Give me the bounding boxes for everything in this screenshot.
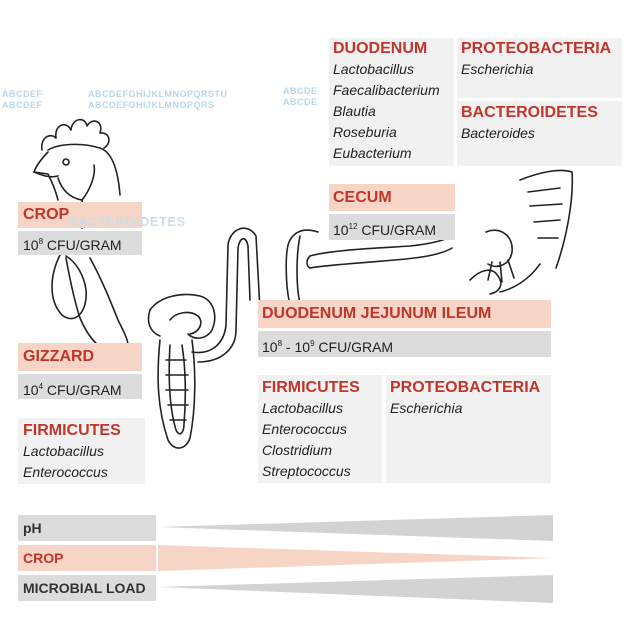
intestine-firmicutes-list: Lactobacillus Enterococcus Clostridium S… [258,398,382,482]
crop-title: CROP [18,202,142,228]
list-item: Enterococcus [262,421,347,437]
intestine-proteobacteria-panel: PROTEOBACTERIA Escherichia [386,375,551,483]
microbial-load-wedge [158,575,553,603]
gizzard-icon [147,293,216,339]
intestine-count-b-base: 10 [294,339,311,355]
intestine-proteobacteria-title: PROTEOBACTERIA [390,379,541,396]
intestine-count-a-exp: 8 [277,339,283,348]
gizzard-count-unit: CFU/GRAM [43,382,122,398]
intestine-count-sep: - [282,339,295,355]
gizzard-count: 104 CFU/GRAM [18,374,142,399]
ghost-text-d: ABCDEFGHIJKLMNOPQRS [88,100,215,110]
list-item: Lactobacillus [23,443,104,459]
rooster-head-icon [33,118,121,229]
duodenum-title: DUODENUM [333,40,428,57]
list-item: Roseburia [333,124,397,140]
intestine-count-b-exp: 9 [310,339,315,348]
proteobacteria-top-panel: PROTEOBACTERIA Escherichia [457,38,622,98]
cecum-count-unit: CFU/GRAM [357,222,437,238]
list-item: Blautia [333,103,376,119]
gizzard-bacteria-panel: FIRMICUTES Lactobacillus Enterococcus [18,418,145,484]
ghost-text-e: ABCDE [283,86,318,96]
bacteroidetes-title: BACTEROIDETES [461,104,598,121]
intestine-firmicutes-title: FIRMICUTES [262,379,360,396]
duodenum-genera-list: Lactobacillus Faecalibacterium Blautia R… [329,59,454,164]
cecum-icon [306,235,453,269]
list-item: Clostridium [262,442,333,458]
intestine-firmicutes-panel: FIRMICUTES Lactobacillus Enterococcus Cl… [258,375,382,483]
list-item: Bacteroides [461,125,535,141]
list-item: Escherichia [461,61,534,77]
crop-ghost-overlay: BACTEROIDETES [68,214,186,229]
cecum-count-exp: 12 [348,222,358,231]
rear-body-icon [469,169,574,295]
cecum-count: 1012 CFU/GRAM [329,214,455,240]
list-item: Lactobacillus [333,61,414,77]
gizzard-firmicutes-list: Lactobacillus Enterococcus [18,441,145,483]
ghost-text-f: ABCDE [283,97,318,107]
crop-count-unit: CFU/GRAM [43,237,122,253]
crop-wedge [158,545,553,571]
ph-label: pH [18,515,156,541]
gizzard-firmicutes-title: FIRMICUTES [23,422,121,439]
crop-count-base: 10 [23,237,39,253]
proteobacteria-top-list: Escherichia [457,59,622,80]
ph-wedge [158,515,553,541]
gizzard-count-base: 10 [23,382,39,398]
bacteroidetes-list: Bacteroides [457,123,622,144]
gizzard-count-exp: 4 [38,382,44,391]
duodenum-bacteria-panel: DUODENUM Lactobacillus Faecalibacterium … [329,38,454,166]
gradient-wedges [158,515,553,603]
list-item: Faecalibacterium [333,82,440,98]
list-item: Escherichia [390,400,463,416]
crop-gradient-label: CROP [18,545,156,571]
microbial-load-label: MICROBIAL LOAD [18,575,156,601]
intestine-count-unit: CFU/GRAM [314,339,394,355]
list-item: Lactobacillus [262,400,343,416]
cecum-count-base: 10 [333,222,349,238]
gizzard-title: GIZZARD [18,343,142,371]
bacteroidetes-panel: BACTEROIDETES Bacteroides [457,101,622,166]
crop-count: 108 CFU/GRAM [18,231,142,255]
crop-count-exp: 8 [38,237,44,246]
intestine-count: 108 - 109 CFU/GRAM [258,331,551,357]
intestine-proteobacteria-list: Escherichia [386,398,551,419]
ghost-text-c: ABCDEFGHIJKLMNOPQRSTU [88,89,228,99]
intestine-count-a-base: 10 [262,339,278,355]
proteobacteria-top-title: PROTEOBACTERIA [461,40,612,57]
list-item: Streptococcus [262,463,351,479]
cecum-title: CECUM [329,184,455,211]
intestine-title: DUODENUM JEJUNUM ILEUM [258,300,551,328]
list-item: Enterococcus [23,464,108,480]
ghost-text-b: ABCDEF [2,100,43,110]
ghost-text-a: ABCDEF [2,89,43,99]
list-item: Eubacterium [333,145,412,161]
